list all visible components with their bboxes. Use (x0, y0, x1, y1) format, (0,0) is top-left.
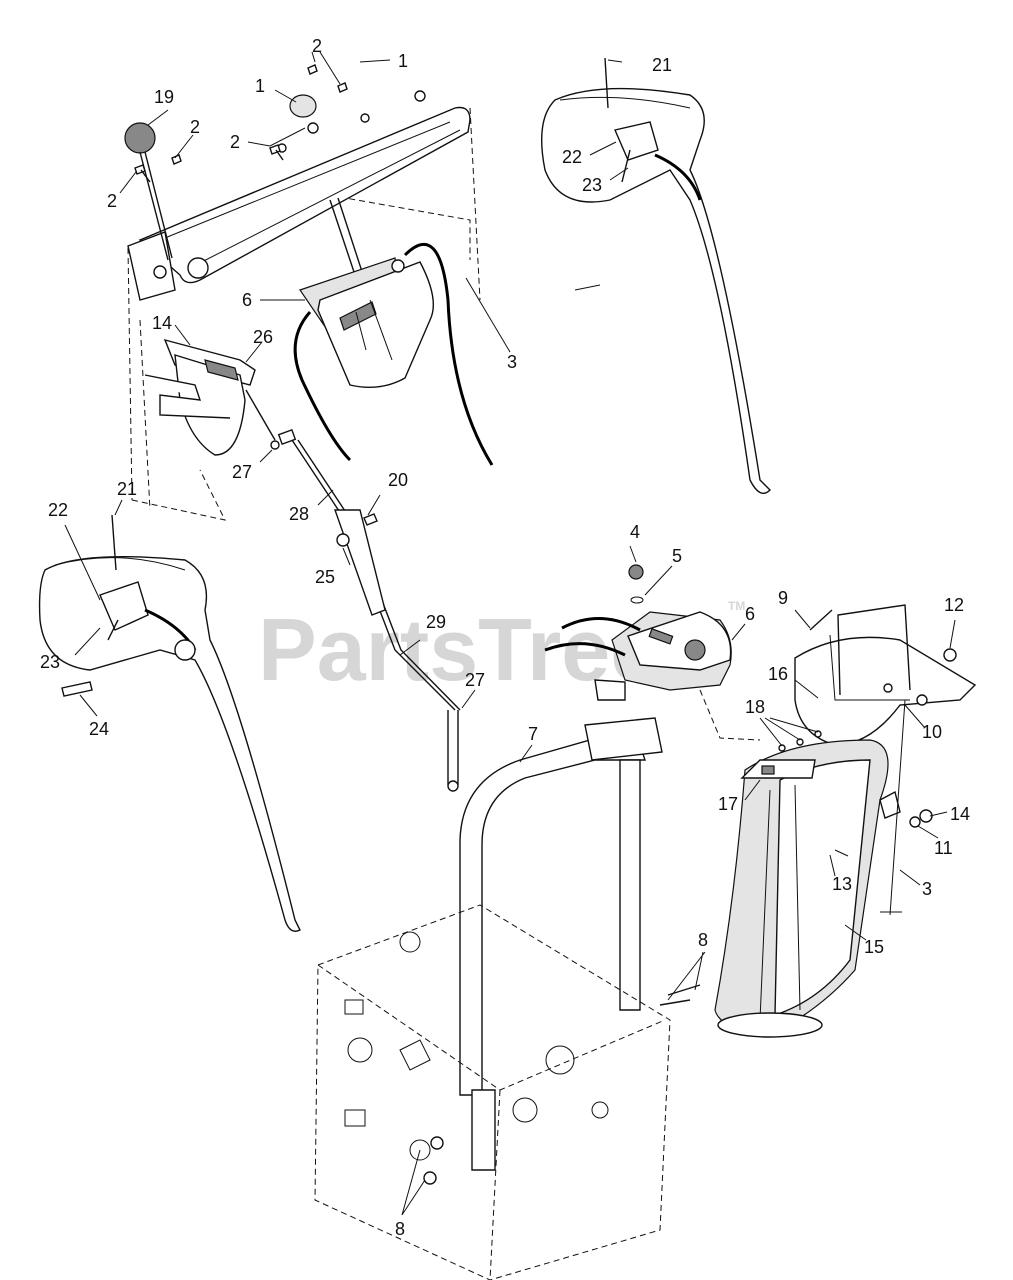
callout-15: 15 (864, 937, 884, 957)
callout-10: 10 (922, 722, 942, 742)
callout-23: 23 (582, 175, 602, 195)
callout-20: 20 (388, 470, 408, 490)
handle-grip-left (38, 514, 301, 932)
callout-11: 11 (934, 838, 953, 858)
upper-handle-assembly (127, 90, 481, 521)
dash-link (699, 689, 761, 741)
callout-labels: 1 1 2 2 2 2 3 3 4 5 6 6 7 8 8 9 10 11 12… (40, 36, 970, 1239)
bracket-14-26 (144, 338, 280, 456)
chute-assembly (714, 604, 977, 1038)
plate-1 (289, 94, 317, 118)
callout-2: 2 (190, 117, 200, 137)
callout-21: 21 (652, 55, 672, 75)
control-box-6 (299, 257, 434, 388)
knob-19 (124, 122, 173, 261)
callout-6: 6 (745, 604, 755, 624)
leader-lines (64, 51, 956, 1216)
u-handle-7 (459, 717, 663, 1171)
watermark-text: PartsTree (258, 600, 659, 699)
callout-1: 1 (255, 76, 265, 96)
callout-13: 13 (832, 874, 852, 894)
control-box-6-lower (544, 564, 732, 701)
watermark-tm: TM (728, 599, 745, 613)
cable-upper (293, 242, 494, 466)
callout-2: 2 (312, 36, 322, 56)
callout-28: 28 (289, 504, 309, 524)
screws-2 (134, 64, 348, 183)
callout-2: 2 (107, 191, 117, 211)
callout-3: 3 (507, 352, 517, 372)
callout-24: 24 (89, 719, 109, 739)
watermark: PartsTree TM (258, 599, 745, 699)
callout-9: 9 (778, 588, 788, 608)
callout-23: 23 (40, 652, 60, 672)
callout-7: 7 (528, 724, 538, 744)
callout-22: 22 (48, 500, 68, 520)
callout-18: 18 (745, 697, 765, 717)
callout-3: 3 (922, 879, 932, 899)
callout-14: 14 (950, 804, 970, 824)
leader-3a (465, 277, 511, 353)
callout-14: 14 (152, 313, 172, 333)
handle-grip-right (540, 57, 771, 494)
callout-8: 8 (698, 930, 708, 950)
callout-22: 22 (562, 147, 582, 167)
shift-rod-28-29 (277, 429, 461, 792)
callout-4: 4 (630, 522, 640, 542)
callout-8: 8 (395, 1219, 405, 1239)
callout-1: 1 (398, 51, 408, 71)
callout-19: 19 (154, 87, 174, 107)
callout-5: 5 (672, 546, 682, 566)
auger-housing (314, 904, 701, 1280)
callout-21: 21 (117, 479, 137, 499)
callout-26: 26 (253, 327, 273, 347)
callout-16: 16 (768, 664, 788, 684)
callout-12: 12 (944, 595, 964, 615)
callout-27: 27 (465, 670, 485, 690)
callout-6: 6 (242, 290, 252, 310)
callout-2: 2 (230, 132, 240, 152)
callout-27: 27 (232, 462, 252, 482)
callout-17: 17 (718, 794, 738, 814)
callout-25: 25 (315, 567, 335, 587)
callout-29: 29 (426, 612, 446, 632)
